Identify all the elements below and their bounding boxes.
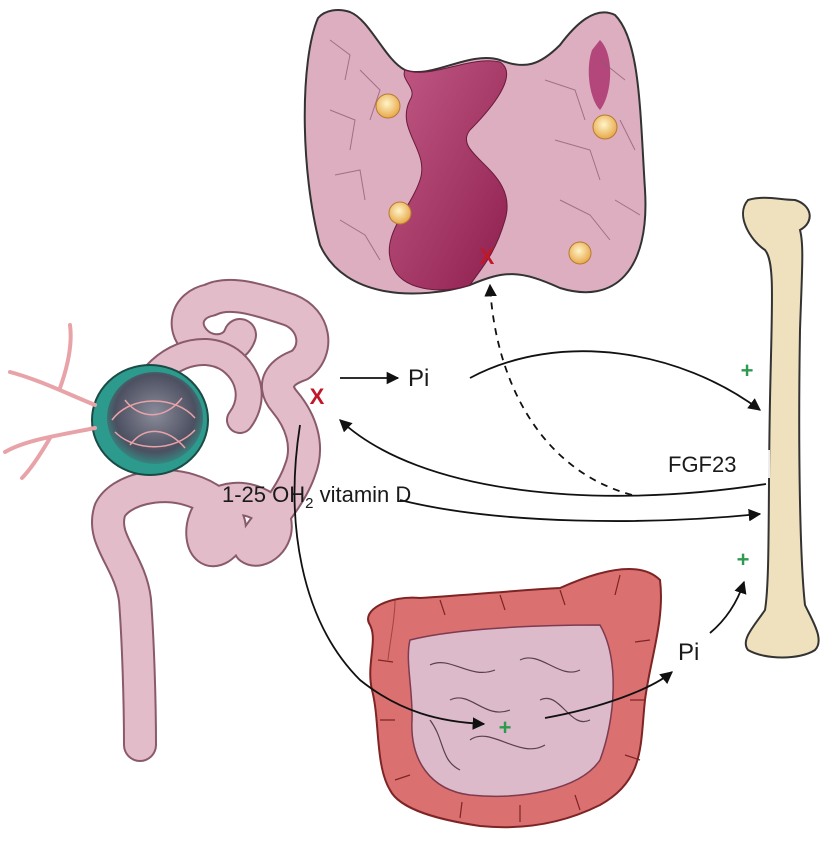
vitamin-d-subscript: 2 — [305, 495, 313, 512]
thyroid-gland-illustration — [305, 10, 646, 294]
arrow-vitamin-d-to-bone — [400, 500, 760, 521]
nephron-illustration — [5, 296, 312, 745]
inhibit-mark-parathyroid: X — [480, 244, 495, 269]
label-fgf23: FGF23 — [668, 452, 736, 477]
label-pi-intestine: Pi — [678, 639, 699, 666]
arrow-pi-gut-to-bone — [710, 582, 744, 633]
stimulate-mark-bone-lower: + — [737, 547, 750, 572]
label-pi-kidney: Pi — [408, 365, 429, 392]
arrow-pi-to-bone — [470, 351, 760, 410]
inhibit-mark-kidney: X — [310, 384, 325, 409]
intestine-illustration — [368, 569, 661, 827]
bone-illustration — [743, 198, 819, 658]
stimulate-mark-bone-upper: + — [741, 358, 754, 383]
arrow-fgf23-to-parathyroid — [490, 285, 632, 495]
vitamin-d-suffix: vitamin D — [314, 482, 412, 507]
stimulate-mark-intestine: + — [499, 715, 512, 740]
vitamin-d-prefix: 1-25 OH — [222, 482, 305, 507]
